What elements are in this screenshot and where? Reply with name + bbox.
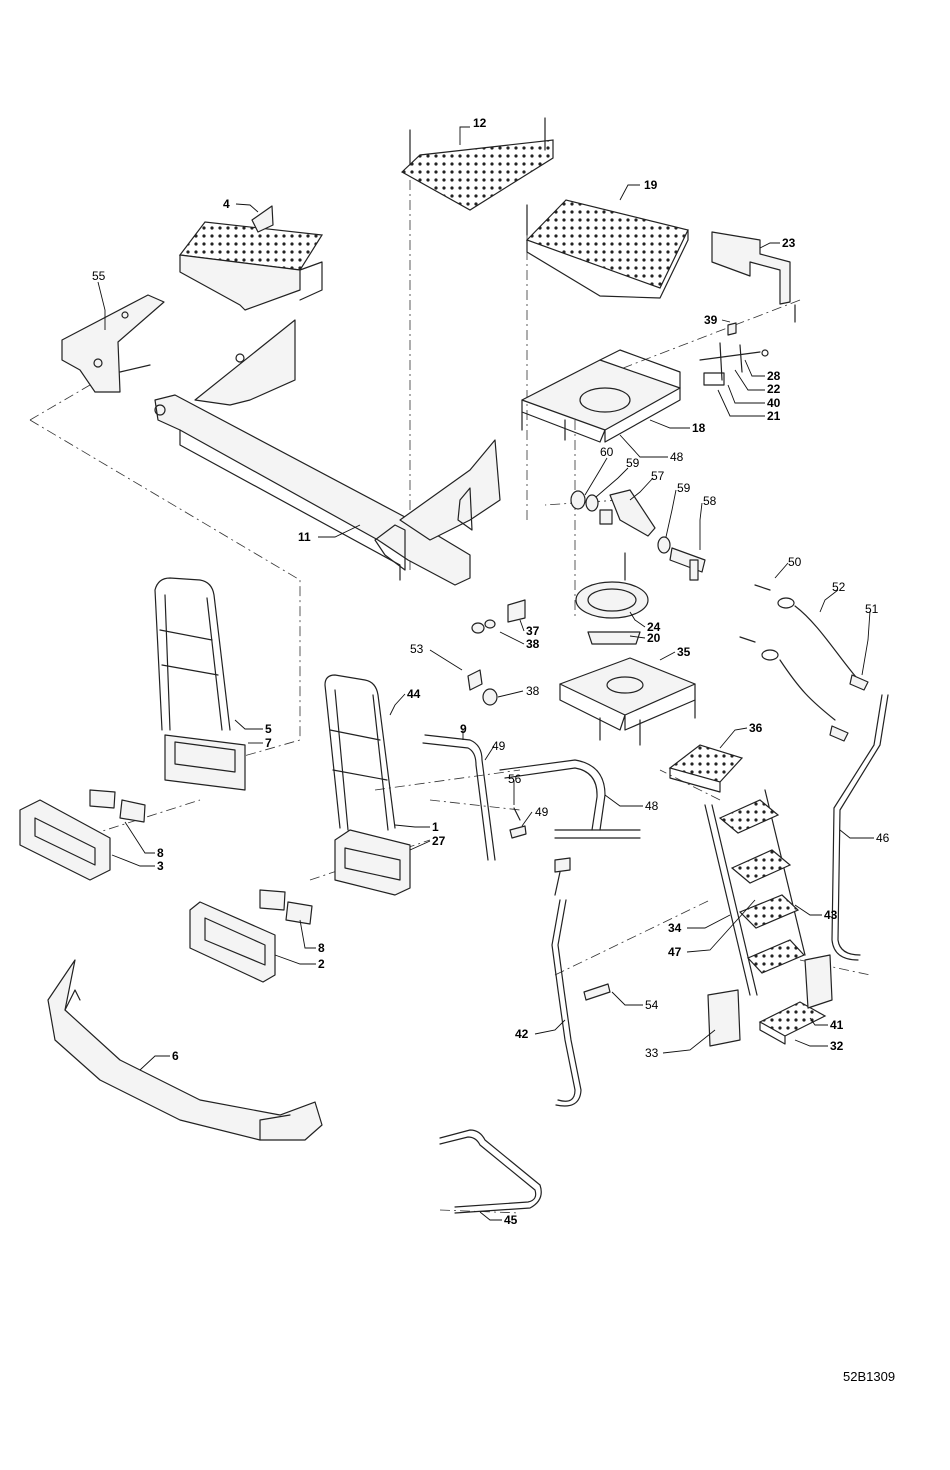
callout-59-right: 59: [677, 481, 691, 495]
callout-47: 47: [668, 945, 682, 959]
callout-9: 9: [460, 722, 467, 736]
callout-48-upper: 48: [670, 450, 684, 464]
callout-12: 12: [473, 116, 487, 130]
part-1-handrail: [325, 675, 395, 830]
part-5-handrail: [155, 578, 230, 730]
callout-38-lower: 38: [526, 684, 540, 698]
parts-50-52-51-cables: [740, 585, 868, 741]
callout-21: 21: [767, 409, 781, 423]
callout-18: 18: [692, 421, 706, 435]
callout-44: 44: [407, 687, 421, 701]
callout-56: 56: [508, 772, 522, 786]
callout-46: 46: [876, 831, 890, 845]
part-36-step: [670, 745, 742, 792]
part-55-tow-bracket: [62, 295, 164, 392]
callout-4: 4: [223, 197, 230, 211]
callout-55: 55: [92, 269, 106, 283]
callout-35: 35: [677, 645, 691, 659]
callout-7: 7: [265, 736, 272, 750]
part-11-main-frame: [155, 320, 500, 585]
part-12-floor-plate: [402, 118, 553, 210]
part-6-bumper: [48, 960, 322, 1140]
callout-54: 54: [645, 998, 659, 1012]
callout-36: 36: [749, 721, 763, 735]
callout-38-upper: 38: [526, 637, 540, 651]
callout-8-upper: 8: [157, 846, 164, 860]
callout-3: 3: [157, 859, 164, 873]
callout-43: 43: [824, 908, 838, 922]
part-8-work-lamps-lower: [260, 890, 312, 924]
part-33-side-plate: [708, 990, 740, 1046]
callout-11: 11: [298, 530, 311, 544]
part-3-lamp-housing: [20, 800, 110, 880]
callout-32: 32: [830, 1039, 844, 1053]
drawing-reference: 52B1309: [843, 1369, 895, 1384]
callout-41: 41: [830, 1018, 844, 1032]
callout-28: 28: [767, 369, 781, 383]
part-7-lamp-housing: [165, 735, 245, 790]
callout-5: 5: [265, 722, 272, 736]
callout-42: 42: [515, 1027, 529, 1041]
callout-33: 33: [645, 1046, 659, 1060]
callout-6: 6: [172, 1049, 179, 1063]
callout-20: 20: [647, 631, 661, 645]
callout-8-lower: 8: [318, 941, 325, 955]
callout-59-left: 59: [626, 456, 640, 470]
part-54-plate: [584, 984, 610, 1000]
part-45-rail: [440, 1130, 541, 1213]
part-35-base: [560, 658, 695, 745]
part-34-ladder: [705, 790, 805, 995]
parts-60-59-57-58-pivot: [571, 490, 705, 580]
callout-49-lower: 49: [535, 805, 549, 819]
callout-22: 22: [767, 382, 781, 396]
parts-24-20-rings: [576, 553, 648, 644]
callout-52: 52: [832, 580, 846, 594]
part-42-rail: [552, 900, 581, 1106]
part-2-lamp-housing: [190, 902, 275, 982]
part-41-step: [760, 1002, 825, 1044]
callout-53: 53: [410, 642, 424, 656]
callout-58: 58: [703, 494, 717, 508]
part-47-side-plate: [805, 955, 832, 1008]
callout-40: 40: [767, 396, 781, 410]
part-27-lamp-housing: [335, 830, 410, 895]
callout-60: 60: [600, 445, 614, 459]
callout-34: 34: [668, 921, 682, 935]
part-56-49-clips: [510, 808, 570, 895]
callout-51: 51: [865, 602, 879, 616]
parts-37-38-hardware: [468, 600, 525, 705]
part-4-step-platform: [180, 206, 322, 310]
part-8-work-lamps-upper: [90, 790, 145, 822]
callout-48-lower: 48: [645, 799, 659, 813]
callout-49-upper: 49: [492, 739, 506, 753]
callout-27: 27: [432, 834, 446, 848]
part-19-floor-plate: [527, 200, 688, 298]
part-18-support-plate: [522, 350, 680, 442]
callout-39: 39: [704, 313, 718, 327]
callout-45: 45: [504, 1213, 518, 1227]
callout-57: 57: [651, 469, 665, 483]
callout-23: 23: [782, 236, 796, 250]
callout-50: 50: [788, 555, 802, 569]
callout-19: 19: [644, 178, 658, 192]
callout-1: 1: [432, 820, 439, 834]
callout-37: 37: [526, 624, 540, 638]
callout-2: 2: [318, 957, 325, 971]
